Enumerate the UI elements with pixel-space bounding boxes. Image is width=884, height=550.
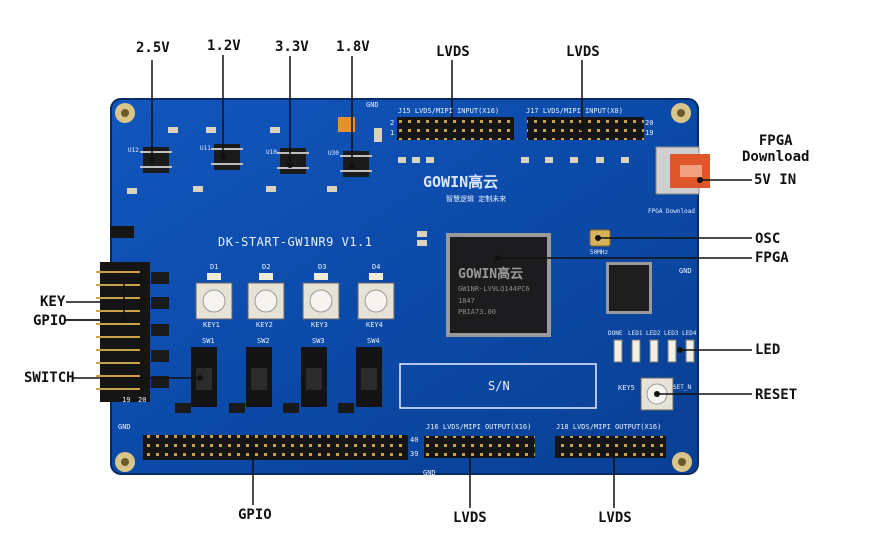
- header-gpio-bottom: [143, 435, 408, 460]
- sw3-silk: SW3: [312, 337, 325, 345]
- callout-lvds-bottom-left: LVDS: [453, 510, 487, 526]
- regulator-u12-silk: U12: [128, 147, 139, 154]
- left-pin19-silk: 19: [122, 396, 131, 404]
- callout-2v5: 2.5V: [136, 40, 170, 56]
- callout-1v2: 1.2V: [207, 38, 241, 54]
- fpga-chip: [446, 233, 551, 337]
- j17-pin19-silk: 19: [645, 129, 654, 137]
- fpga-chip-date: 1847: [458, 297, 475, 305]
- header-j17: [527, 117, 644, 140]
- sn-box: [399, 363, 597, 409]
- callout-gpio-left: GPIO: [33, 313, 67, 329]
- callout-5v-in: 5V IN: [754, 172, 797, 188]
- board-name: DK-START-GW1NR9 V1.1: [218, 235, 373, 249]
- gnd-silk-left: GND: [118, 423, 131, 431]
- gpio-pin39-silk: 39: [410, 450, 419, 458]
- regulator-u30-silk: U30: [328, 150, 339, 157]
- led-parts: [613, 339, 695, 363]
- diode-d2-silk: D2: [262, 263, 271, 271]
- passives: [127, 127, 629, 246]
- header-gpio-left: [96, 262, 150, 402]
- callout-switch: SWITCH: [24, 370, 75, 386]
- fpga-download-silk: FPGA Download: [648, 208, 695, 215]
- usb-connector: [655, 146, 710, 195]
- gnd-silk-top: GND: [366, 101, 379, 109]
- callout-led: LED: [755, 342, 781, 358]
- set-n-silk: SET_N: [673, 384, 692, 391]
- jumper-j3: [110, 226, 134, 238]
- gnd-silk-bottom: GND: [423, 469, 436, 477]
- fpga-chip-part: GW1NR-LV9LQ144PC6: [458, 285, 530, 293]
- sw1-silk: SW1: [202, 337, 215, 345]
- gnd-silk-right: GND: [679, 267, 692, 275]
- diode-d1-silk: D1: [210, 263, 219, 271]
- sw2-silk: SW2: [257, 337, 270, 345]
- callout-fpga-download: FPGA Download: [742, 133, 810, 165]
- j17-pin20-silk: 20: [645, 119, 654, 127]
- regulator-pins: [140, 148, 372, 172]
- fpga-chip-lot: PBIA73.00: [458, 308, 496, 316]
- connector-j16-silk: J16 LVDS/MIPI OUTPUT(X16): [426, 423, 532, 431]
- regulator-u11-silk: U11: [200, 145, 211, 152]
- key2-silk: KEY2: [256, 321, 273, 329]
- resistor-networks: [151, 272, 354, 413]
- leader-lines: [66, 55, 752, 508]
- callout-gpio-bottom: GPIO: [238, 507, 272, 523]
- callout-lvds-top-left: LVDS: [436, 44, 470, 60]
- osc-freq-silk: 50MHz: [590, 249, 609, 256]
- callout-1v8: 1.8V: [336, 39, 370, 55]
- header-j18: [555, 436, 666, 458]
- leader-dots: [121, 125, 703, 453]
- diode-parts: [207, 273, 383, 280]
- callout-reset: RESET: [755, 387, 798, 403]
- key4-silk: KEY4: [366, 321, 383, 329]
- slide-switches: [191, 347, 382, 407]
- led1-silk: LED1: [628, 330, 643, 337]
- connector-j15-silk: J15 LVDS/MIPI INPUT(X16): [398, 107, 500, 115]
- led4-silk: LED4: [682, 330, 697, 337]
- board-slogan: 智慧逻辑 定制未来: [446, 195, 507, 203]
- led2-silk: LED2: [646, 330, 661, 337]
- push-keys: [195, 282, 674, 411]
- led-done-silk: DONE: [608, 330, 623, 337]
- left-pin20-silk: 20: [138, 396, 147, 404]
- key3-silk: KEY3: [311, 321, 328, 329]
- diode-d3-silk: D3: [318, 263, 327, 271]
- callout-3v3: 3.3V: [275, 39, 309, 55]
- diode-d4-silk: D4: [372, 263, 381, 271]
- header-j16: [424, 436, 535, 458]
- regulator-u10-silk: U10: [266, 149, 277, 156]
- mounting-holes: [115, 103, 692, 472]
- connector-j17-silk: J17 LVDS/MIPI INPUT(X8): [526, 107, 623, 115]
- fpga-chip-brand: GOWIN高云: [458, 267, 524, 282]
- chip-u17: [606, 262, 652, 314]
- j15-pin1-silk: 1: [390, 129, 395, 137]
- j15-pin2-silk: 2: [390, 119, 395, 127]
- gpio-pin40-silk: 40: [410, 436, 419, 444]
- key5-silk: KEY5: [618, 384, 635, 392]
- callout-lvds-bottom-right: LVDS: [598, 510, 632, 526]
- tantalum-cap: [338, 117, 355, 132]
- sn-label: S/N: [488, 379, 510, 393]
- callout-osc: OSC: [755, 231, 781, 247]
- callout-fpga: FPGA: [755, 250, 789, 266]
- callout-lvds-top-right: LVDS: [566, 44, 600, 60]
- key1-silk: KEY1: [203, 321, 220, 329]
- callout-key: KEY: [40, 294, 66, 310]
- sw4-silk: SW4: [367, 337, 380, 345]
- header-j15: [397, 117, 514, 140]
- board-brand: GOWIN高云: [423, 173, 499, 191]
- connector-j18-silk: J18 LVDS/MIPI OUTPUT(X16): [556, 423, 662, 431]
- led3-silk: LED3: [664, 330, 679, 337]
